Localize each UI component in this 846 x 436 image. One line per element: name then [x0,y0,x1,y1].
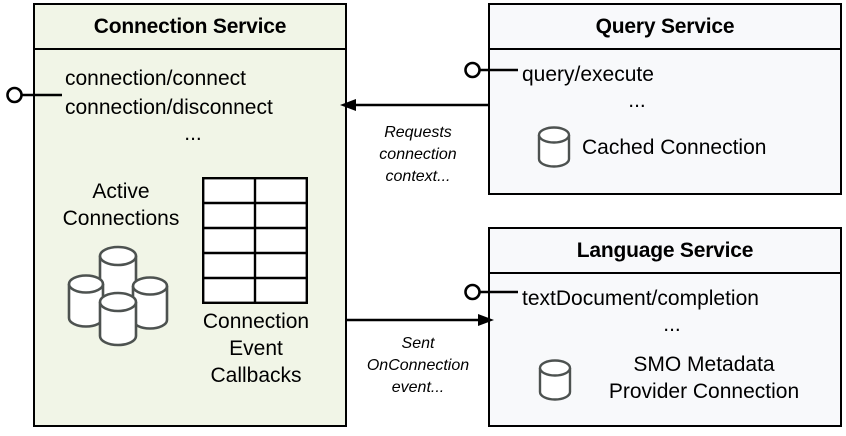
operation-connection-connect: connection/connect [65,67,246,90]
edge-label-sent-onconnection-event: Sent OnConnection event... [352,333,484,399]
smo-label-line-2: Provider Connection [608,380,800,403]
query-service-body: query/execute ... Cached Connection [490,50,840,193]
query-service-operations-ellipsis: ... [628,89,646,112]
arrow-query-to-connection[interactable] [340,99,488,111]
active-connections-caption: Active Connections [45,178,197,232]
edge-label-requests-connection-context: Requests connection context... [352,122,484,188]
query-service-title: Query Service [490,5,840,50]
callbacks-line-1: Connection [202,310,310,333]
language-service-operations: textDocument/completion ... [522,284,822,337]
lollipop-query-service[interactable] [464,61,519,79]
connection-event-callbacks-caption: Connection Event Callbacks [185,308,327,389]
language-service-title: Language Service [490,229,840,274]
requests-label-line-3: context... [385,168,451,185]
operation-textdocument-completion: textDocument/completion [522,287,759,310]
arrow-connection-to-language[interactable] [347,314,494,326]
operation-query-execute: query/execute [522,63,654,86]
connection-service-title: Connection Service [35,5,345,50]
lollipop-language-service[interactable] [464,283,519,301]
callbacks-table-icon [202,177,308,304]
sent-label-line-1: Sent [401,335,435,352]
smo-metadata-provider-label: SMO Metadata Provider Connection [584,351,824,405]
callbacks-line-3: Callbacks [210,364,302,387]
database-cluster-icon [59,238,184,348]
component-language-service[interactable]: Language Service textDocument/completion… [488,227,842,427]
cached-connection-database-icon [536,123,572,171]
active-connections-line-2: Connections [62,207,180,230]
component-query-service[interactable]: Query Service query/execute ... Cached C… [488,3,842,195]
query-service-operations: query/execute ... [522,60,752,113]
connection-service-body: connection/connect connection/disconnect… [35,50,345,425]
requests-label-line-1: Requests [384,124,452,141]
smo-label-line-1: SMO Metadata [633,353,775,376]
sent-label-line-3: event... [391,379,445,396]
language-service-body: textDocument/completion ... SMO Metadata… [490,274,840,425]
operation-connection-disconnect: connection/disconnect [65,96,273,119]
callbacks-line-2: Event [229,337,283,360]
lollipop-connection-service[interactable] [6,86,63,104]
cached-connection-label: Cached Connection [582,136,767,159]
smo-metadata-provider-database-icon [537,356,573,404]
connection-service-operations: connection/connect connection/disconnect… [65,64,321,146]
sent-label-line-2: OnConnection [366,357,470,374]
active-connections-line-1: Active [92,180,150,203]
requests-label-line-2: connection [379,146,457,163]
language-service-operations-ellipsis: ... [663,313,681,336]
component-connection-service[interactable]: Connection Service connection/connect co… [33,3,347,427]
connection-service-operations-ellipsis: ... [184,122,202,145]
